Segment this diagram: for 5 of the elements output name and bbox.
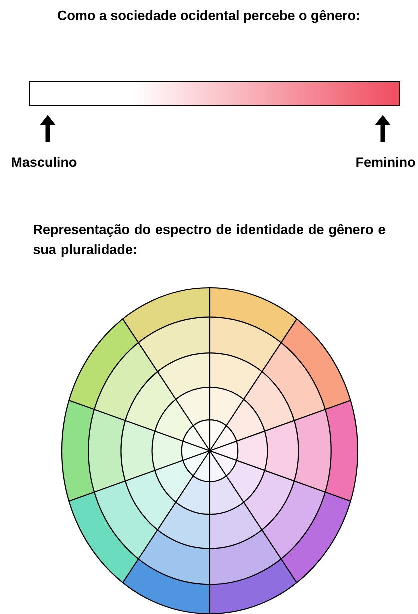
title: Como a sociedade ocidental percebe o gênero: bbox=[58, 10, 360, 24]
gender-label: Masculino bbox=[12, 157, 77, 168]
gender-label: Feminino bbox=[356, 157, 416, 168]
heading: Representação do espectro de identidade de gênero e sua pluralidade: bbox=[34, 224, 386, 258]
gradient-bar bbox=[30, 82, 400, 106]
